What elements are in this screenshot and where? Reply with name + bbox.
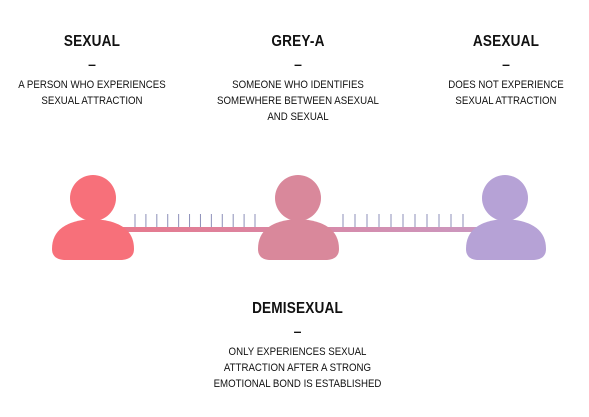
demisexual-dash: –	[293, 323, 302, 339]
sexual-person-icon	[52, 175, 134, 260]
spectrum-ticks-left	[134, 214, 256, 228]
grey-a-description-line: AND SEXUAL	[267, 111, 329, 123]
demisexual-description-line: ONLY EXPERIENCES SEXUAL	[228, 346, 367, 358]
asexual-description-line: SEXUAL ATTRACTION	[455, 95, 557, 107]
grey-a-description-line: SOMEWHERE BETWEEN ASEXUAL	[217, 95, 379, 107]
grey-a-description: SOMEONE WHO IDENTIFIES SOMEWHERE BETWEEN…	[217, 77, 379, 125]
asexual-description: DOES NOT EXPERIENCE SEXUAL ATTRACTION	[425, 77, 587, 109]
sexual-description-line: A PERSON WHO EXPERIENCES	[18, 79, 166, 91]
demisexual-description-line: EMOTIONAL BOND IS ESTABLISHED	[213, 378, 382, 390]
asexual-description-line: DOES NOT EXPERIENCE	[448, 79, 564, 91]
sexual-description-line: SEXUAL ATTRACTION	[41, 95, 143, 107]
asexual-dash: –	[502, 56, 510, 72]
grey-a-description-line: SOMEONE WHO IDENTIFIES	[232, 79, 364, 91]
grey-a-dash: –	[294, 56, 302, 72]
demisexual-title: DEMISEXUAL	[252, 300, 343, 317]
sexual-dash: –	[88, 56, 96, 72]
sexual-title: SEXUAL	[63, 33, 121, 50]
sexual-column: SEXUAL – A PERSON WHO EXPERIENCES SEXUAL…	[0, 33, 184, 109]
asexual-title: ASEXUAL	[472, 33, 540, 50]
demisexual-description: ONLY EXPERIENCES SEXUAL ATTRACTION AFTER…	[203, 344, 392, 392]
grey-a-column: GREY-A – SOMEONE WHO IDENTIFIES SOMEWHER…	[206, 33, 390, 125]
grey-a-title: GREY-A	[271, 33, 325, 50]
demisexual-column: DEMISEXUAL – ONLY EXPERIENCES SEXUAL ATT…	[190, 300, 405, 392]
asexual-person-icon	[466, 175, 546, 260]
spectrum-ticks-right	[342, 214, 464, 228]
demisexual-description-line: ATTRACTION AFTER A STRONG	[223, 362, 372, 374]
grey-a-person-icon	[258, 175, 339, 260]
asexual-column: ASEXUAL – DOES NOT EXPERIENCE SEXUAL ATT…	[414, 33, 589, 109]
sexual-description: A PERSON WHO EXPERIENCES SEXUAL ATTRACTI…	[11, 77, 173, 109]
